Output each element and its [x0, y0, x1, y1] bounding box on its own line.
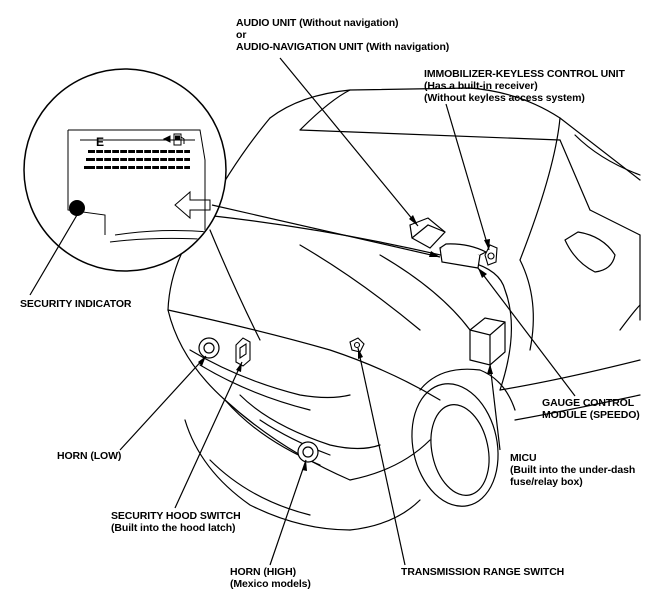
immobilizer-label: IMMOBILIZER-KEYLESS CONTROL UNIT (Has a …: [424, 68, 625, 104]
micu-component: [469, 317, 506, 366]
gauge-control-module-label: GAUGE CONTROL MODULE (SPEEDO): [542, 397, 640, 421]
fuel-empty-letter: E: [96, 135, 104, 149]
immobilizer-component: [484, 244, 498, 266]
horn-high-component: [297, 441, 319, 463]
fuel-gauge-bars: [84, 150, 190, 169]
audio-unit-label: AUDIO UNIT (Without navigation) or AUDIO…: [236, 17, 450, 53]
transmission-range-switch-label: TRANSMISSION RANGE SWITCH: [401, 566, 565, 578]
leader-arrowheads: [198, 215, 493, 471]
audio-unit-component: [409, 217, 446, 249]
horn-low-component: [198, 337, 220, 359]
security-hood-switch-label: SECURITY HOOD SWITCH (Built into the hoo…: [111, 510, 241, 534]
micu-label: MICU (Built into the under-dash fuse/rel…: [510, 452, 636, 488]
security-indicator-label: SECURITY INDICATOR: [20, 298, 132, 310]
leader-lines: [29, 57, 576, 566]
security-indicator-inset: E: [23, 68, 227, 272]
security-indicator-dot: [69, 200, 85, 216]
horn-low-label: HORN (LOW): [57, 450, 122, 462]
gauge-control-module-component: [439, 243, 488, 269]
fuel-pump-icon: [162, 133, 185, 146]
transmission-range-switch-component: [349, 337, 365, 353]
security-hood-switch-component: [235, 337, 251, 367]
horn-high-label: HORN (HIGH) (Mexico models): [230, 566, 311, 590]
